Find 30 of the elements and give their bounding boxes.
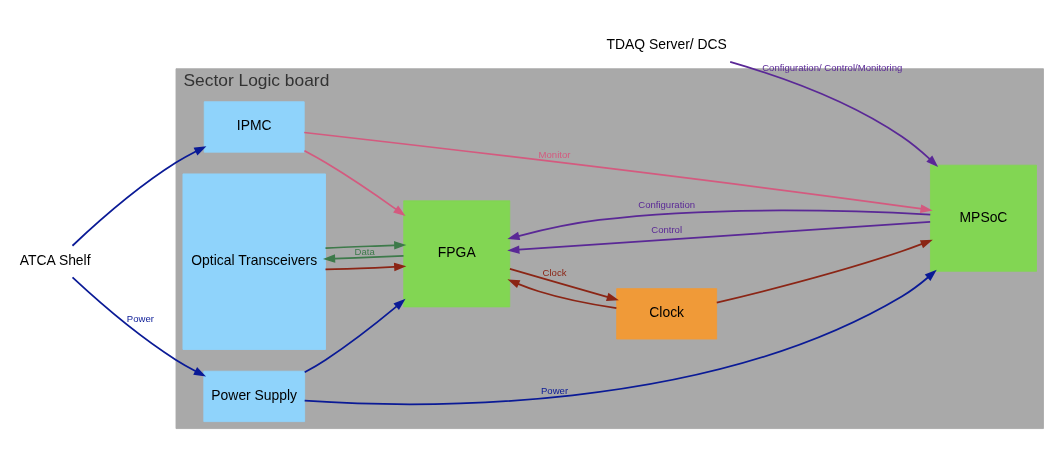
arrow [303, 269, 937, 405]
arrow [507, 220, 932, 254]
arrow [729, 60, 939, 167]
edge-label: Clock [542, 267, 567, 279]
arrow [509, 268, 619, 302]
node-box: IPMC [203, 101, 305, 153]
edge-label: Configuration [638, 199, 696, 211]
node-box: Power Supply [203, 370, 306, 423]
node-box: FPGA [403, 200, 511, 308]
arrow [507, 209, 932, 240]
node-box: Optical Transceivers [182, 173, 326, 350]
node-text: ATCA Shelf [19, 251, 91, 268]
node-box: MPSoC [930, 164, 1037, 272]
edge-label: Power [126, 313, 154, 325]
arrow [324, 262, 407, 272]
arrow [303, 149, 406, 217]
arrow [715, 239, 933, 304]
edge-label: Data [354, 245, 375, 257]
edge-label: Power [541, 384, 569, 396]
arrow [324, 241, 407, 250]
arrow [322, 254, 405, 263]
node-box: Clock [616, 288, 718, 340]
arrow [507, 279, 618, 309]
arrow [71, 146, 207, 247]
arrow [71, 276, 207, 377]
node-text: TDAQ Server/ DCS [606, 36, 727, 53]
edge-label: Monitor [538, 149, 571, 161]
arrow [303, 298, 406, 374]
arrow [303, 131, 933, 213]
edge-label: Control [651, 223, 683, 235]
